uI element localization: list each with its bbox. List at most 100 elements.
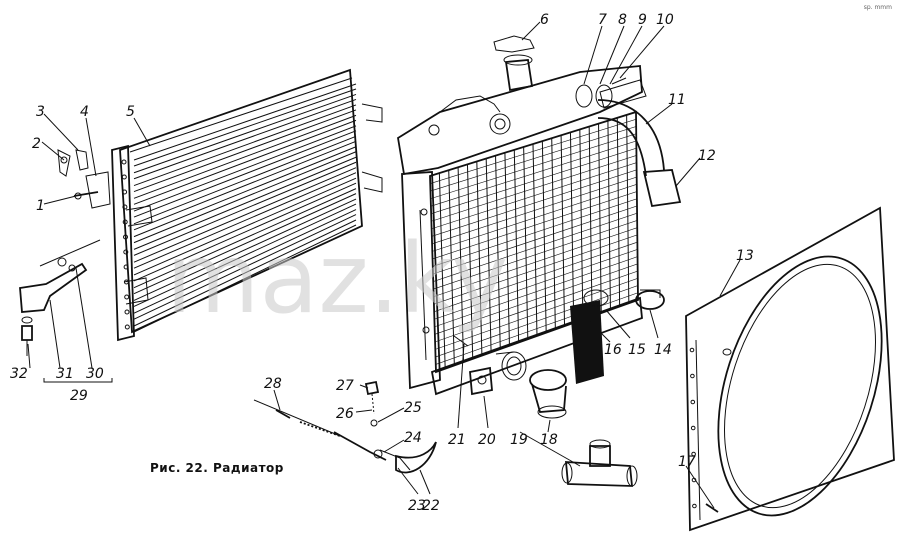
callout-11: 11 [668, 92, 686, 108]
core-fin [431, 162, 637, 230]
core-fin [434, 263, 638, 335]
louvre-blade [133, 156, 357, 250]
louvre-blade-edge [133, 193, 357, 295]
callout-13: 13 [736, 248, 754, 264]
watermark: maz.ky [166, 223, 508, 335]
shroud-hole [691, 451, 696, 457]
louvre-blade-edge [133, 119, 357, 205]
rail-hole [122, 189, 128, 195]
rail-hole [122, 219, 128, 225]
callout-3: 3 [36, 104, 45, 120]
callout-29: 29 [70, 388, 88, 404]
core-fin [431, 169, 637, 237]
callout-27: 27 [336, 378, 354, 394]
rail-hole [122, 204, 128, 210]
louvre-blade-edge [133, 98, 357, 180]
louvre-blade [133, 219, 357, 327]
louvre-blade-edge [133, 224, 357, 333]
callout-19: 19 [510, 432, 528, 448]
louvre-blade [133, 135, 357, 225]
core-fin [430, 118, 637, 184]
tee-fitting [561, 439, 638, 487]
shroud-hole [690, 373, 695, 379]
core-fin [433, 212, 638, 282]
callout-28: 28 [264, 376, 282, 392]
core-fin [430, 126, 637, 192]
shroud-hole [692, 503, 697, 509]
callout-1: 1 [36, 198, 45, 214]
callout-23: 23 [408, 498, 426, 514]
core-fin [435, 292, 639, 365]
corner-mark: sp. mmm [863, 4, 892, 11]
callout-15: 15 [628, 342, 646, 358]
core-fin [432, 198, 638, 267]
callout-32: 32 [10, 366, 28, 382]
lower-hose [529, 289, 665, 419]
figure-caption: Рис. 22. Радиатор [150, 461, 284, 475]
louvre-blade-edge [133, 109, 357, 193]
core-fin [435, 285, 638, 358]
core-fin [432, 191, 637, 260]
louvre-blade [133, 198, 357, 301]
core-fin [434, 241, 638, 312]
louvre-blade [133, 83, 357, 161]
callout-18: 18 [540, 432, 558, 448]
core-fin [435, 278, 638, 350]
callout-12: 12 [698, 148, 716, 164]
core-fin [434, 249, 638, 320]
core-fin [430, 133, 637, 199]
louvre-blade [133, 209, 357, 314]
callout-9: 9 [638, 12, 647, 28]
louvre-blade-edge [133, 203, 357, 307]
callout-2: 2 [32, 136, 41, 152]
callout-17: 17 [678, 454, 696, 470]
callout-16: 16 [604, 342, 622, 358]
shroud-hole [690, 425, 696, 431]
louvre-blade [133, 167, 357, 263]
louvre-blade [133, 146, 357, 238]
callout-4: 4 [80, 104, 89, 120]
louvre-blade-edge [133, 151, 357, 244]
louvre-blade-edge [133, 88, 357, 167]
callout-20: 20 [478, 432, 496, 448]
shutter-linkage [19, 149, 111, 356]
callout-5: 5 [126, 104, 135, 120]
louvre-blade [133, 177, 357, 276]
core-fin [431, 147, 637, 214]
rail-hole [121, 159, 127, 165]
radiator [397, 35, 647, 396]
callout-22: 22 [422, 498, 440, 514]
louvre-blade-edge [133, 140, 357, 231]
core-fin [430, 140, 637, 207]
louvre-blade [133, 93, 357, 174]
callout-labels: 1 2 3 4 5 6 7 8 9 10 11 12 13 14 15 16 1… [10, 12, 754, 514]
callout-25: 25 [404, 400, 422, 416]
louvre-blade-edge [133, 214, 357, 320]
core-fin [434, 256, 638, 328]
callout-24: 24 [404, 430, 422, 446]
louvre-blade-edge [133, 130, 357, 218]
core-fin [431, 176, 637, 245]
leader-lines [27, 21, 741, 509]
callout-21: 21 [448, 432, 466, 448]
core-fin [434, 270, 638, 343]
rail-hole [121, 174, 127, 180]
callout-30: 30 [86, 366, 104, 382]
core-fin [432, 184, 637, 252]
upper-hose [575, 77, 682, 208]
core-fin [431, 155, 637, 222]
callout-31: 31 [56, 366, 74, 382]
radiator-shutter [111, 68, 383, 342]
rail-hole [124, 324, 130, 330]
shutter-control-cable [253, 380, 437, 474]
shroud-hole [690, 399, 696, 405]
louvre-blade-edge [133, 172, 357, 269]
rail-hole [123, 234, 128, 240]
callout-6: 6 [540, 12, 549, 28]
rail-hole [124, 294, 130, 300]
louvre-blade-edge [133, 161, 357, 256]
rail-hole [123, 264, 129, 270]
callout-26: 26 [336, 406, 354, 422]
rail-hole [123, 249, 129, 255]
